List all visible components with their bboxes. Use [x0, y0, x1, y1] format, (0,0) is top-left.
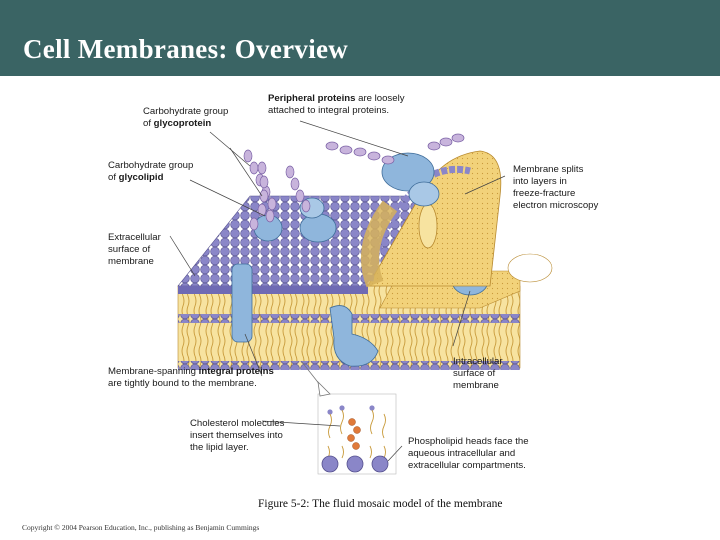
- fracture-pit: [507, 253, 553, 283]
- integral-protein: [299, 213, 337, 243]
- label-intracellular-surface: Intracellular surface of membrane: [453, 356, 503, 391]
- peripheral-protein-chain: [325, 133, 465, 165]
- label-carb-glycoprotein: Carbohydrate group of glycoprotein: [143, 106, 228, 129]
- svg-text:membrane: membrane: [108, 256, 154, 267]
- head-edge: [178, 286, 368, 294]
- peripheral-protein: [408, 181, 440, 207]
- cholesterol-molecule: [348, 418, 356, 426]
- fracture-hole: [418, 203, 438, 249]
- svg-text:Membrane-spanning integral pro: Membrane-spanning integral proteins: [108, 366, 274, 377]
- figure-caption: Figure 5-2: The fluid mosaic model of th…: [258, 498, 503, 510]
- carbohydrate-branch: [285, 165, 311, 213]
- svg-text:are tightly bound to the membr: are tightly bound to the membrane.: [108, 378, 257, 389]
- svg-text:of glycolipid: of glycolipid: [108, 172, 164, 183]
- label-carb-glycolipid: Carbohydrate group of glycolipid: [108, 160, 193, 183]
- svg-text:Cholesterol molecules: Cholesterol molecules: [190, 418, 285, 429]
- svg-text:extracellular compartments.: extracellular compartments.: [408, 460, 526, 471]
- svg-text:surface of: surface of: [108, 244, 150, 255]
- label-phospholipid-heads: Phospholipid heads face the aqueous intr…: [408, 436, 529, 471]
- svg-text:Extracellular: Extracellular: [108, 232, 162, 243]
- label-extracellular-surface: Extracellular surface of membrane: [108, 232, 162, 267]
- curl: [361, 200, 398, 288]
- phospholipid-head: [321, 455, 339, 473]
- svg-text:of glycoprotein: of glycoprotein: [143, 118, 211, 129]
- spanning-integral-protein: [231, 263, 253, 343]
- label-peripheral-proteins: Peripheral proteins are loosely attached…: [268, 93, 405, 116]
- svg-text:surface of: surface of: [453, 368, 495, 379]
- peripheral-protein: [381, 152, 435, 192]
- inset-arrowhead: [317, 380, 331, 397]
- svg-text:insert themselves into: insert themselves into: [190, 430, 283, 441]
- svg-text:attached to integral proteins.: attached to integral proteins.: [268, 105, 389, 116]
- phospholipid-head: [371, 455, 389, 473]
- label-integral-proteins: Membrane-spanning integral proteins are …: [108, 366, 274, 389]
- leader-lines: [169, 120, 506, 462]
- svg-text:Intracellular: Intracellular: [453, 356, 503, 367]
- title-bar: Cell Membranes: Overview: [0, 0, 720, 76]
- slide-title: Cell Membranes: Overview: [23, 34, 349, 64]
- svg-text:the lipid layer.: the lipid layer.: [190, 442, 249, 453]
- svg-text:Phospholipid heads face the: Phospholipid heads face the: [408, 436, 529, 447]
- svg-text:membrane: membrane: [453, 380, 499, 391]
- svg-text:Peripheral proteins are loosel: Peripheral proteins are loosely: [268, 93, 405, 104]
- integral-protein-lower: [329, 305, 379, 367]
- carbohydrate-chains: [243, 133, 465, 231]
- copyright-notice: Copyright © 2004 Pearson Education, Inc.…: [22, 523, 260, 532]
- label-membrane-splits: Membrane splits into layers in freeze-fr…: [513, 164, 599, 211]
- svg-text:electron microscopy: electron microscopy: [513, 200, 599, 211]
- svg-text:Carbohydrate group: Carbohydrate group: [143, 106, 228, 117]
- svg-text:into layers in: into layers in: [513, 176, 567, 187]
- fluid-mosaic-diagram: Carbohydrate group of glycoprotein Perip…: [108, 93, 599, 475]
- svg-text:Membrane splits: Membrane splits: [513, 164, 584, 175]
- proteins: [231, 152, 440, 367]
- membrane-bilayer: [177, 150, 553, 370]
- svg-text:freeze-fracture: freeze-fracture: [513, 188, 575, 199]
- svg-text:aqueous intracellular and: aqueous intracellular and: [408, 448, 515, 459]
- inset-phospholipids: [317, 393, 397, 475]
- svg-text:Carbohydrate group: Carbohydrate group: [108, 160, 193, 171]
- glycolipid-chain: [249, 161, 269, 231]
- label-cholesterol: Cholesterol molecules insert themselves …: [190, 418, 285, 453]
- phospholipid-head: [346, 455, 364, 473]
